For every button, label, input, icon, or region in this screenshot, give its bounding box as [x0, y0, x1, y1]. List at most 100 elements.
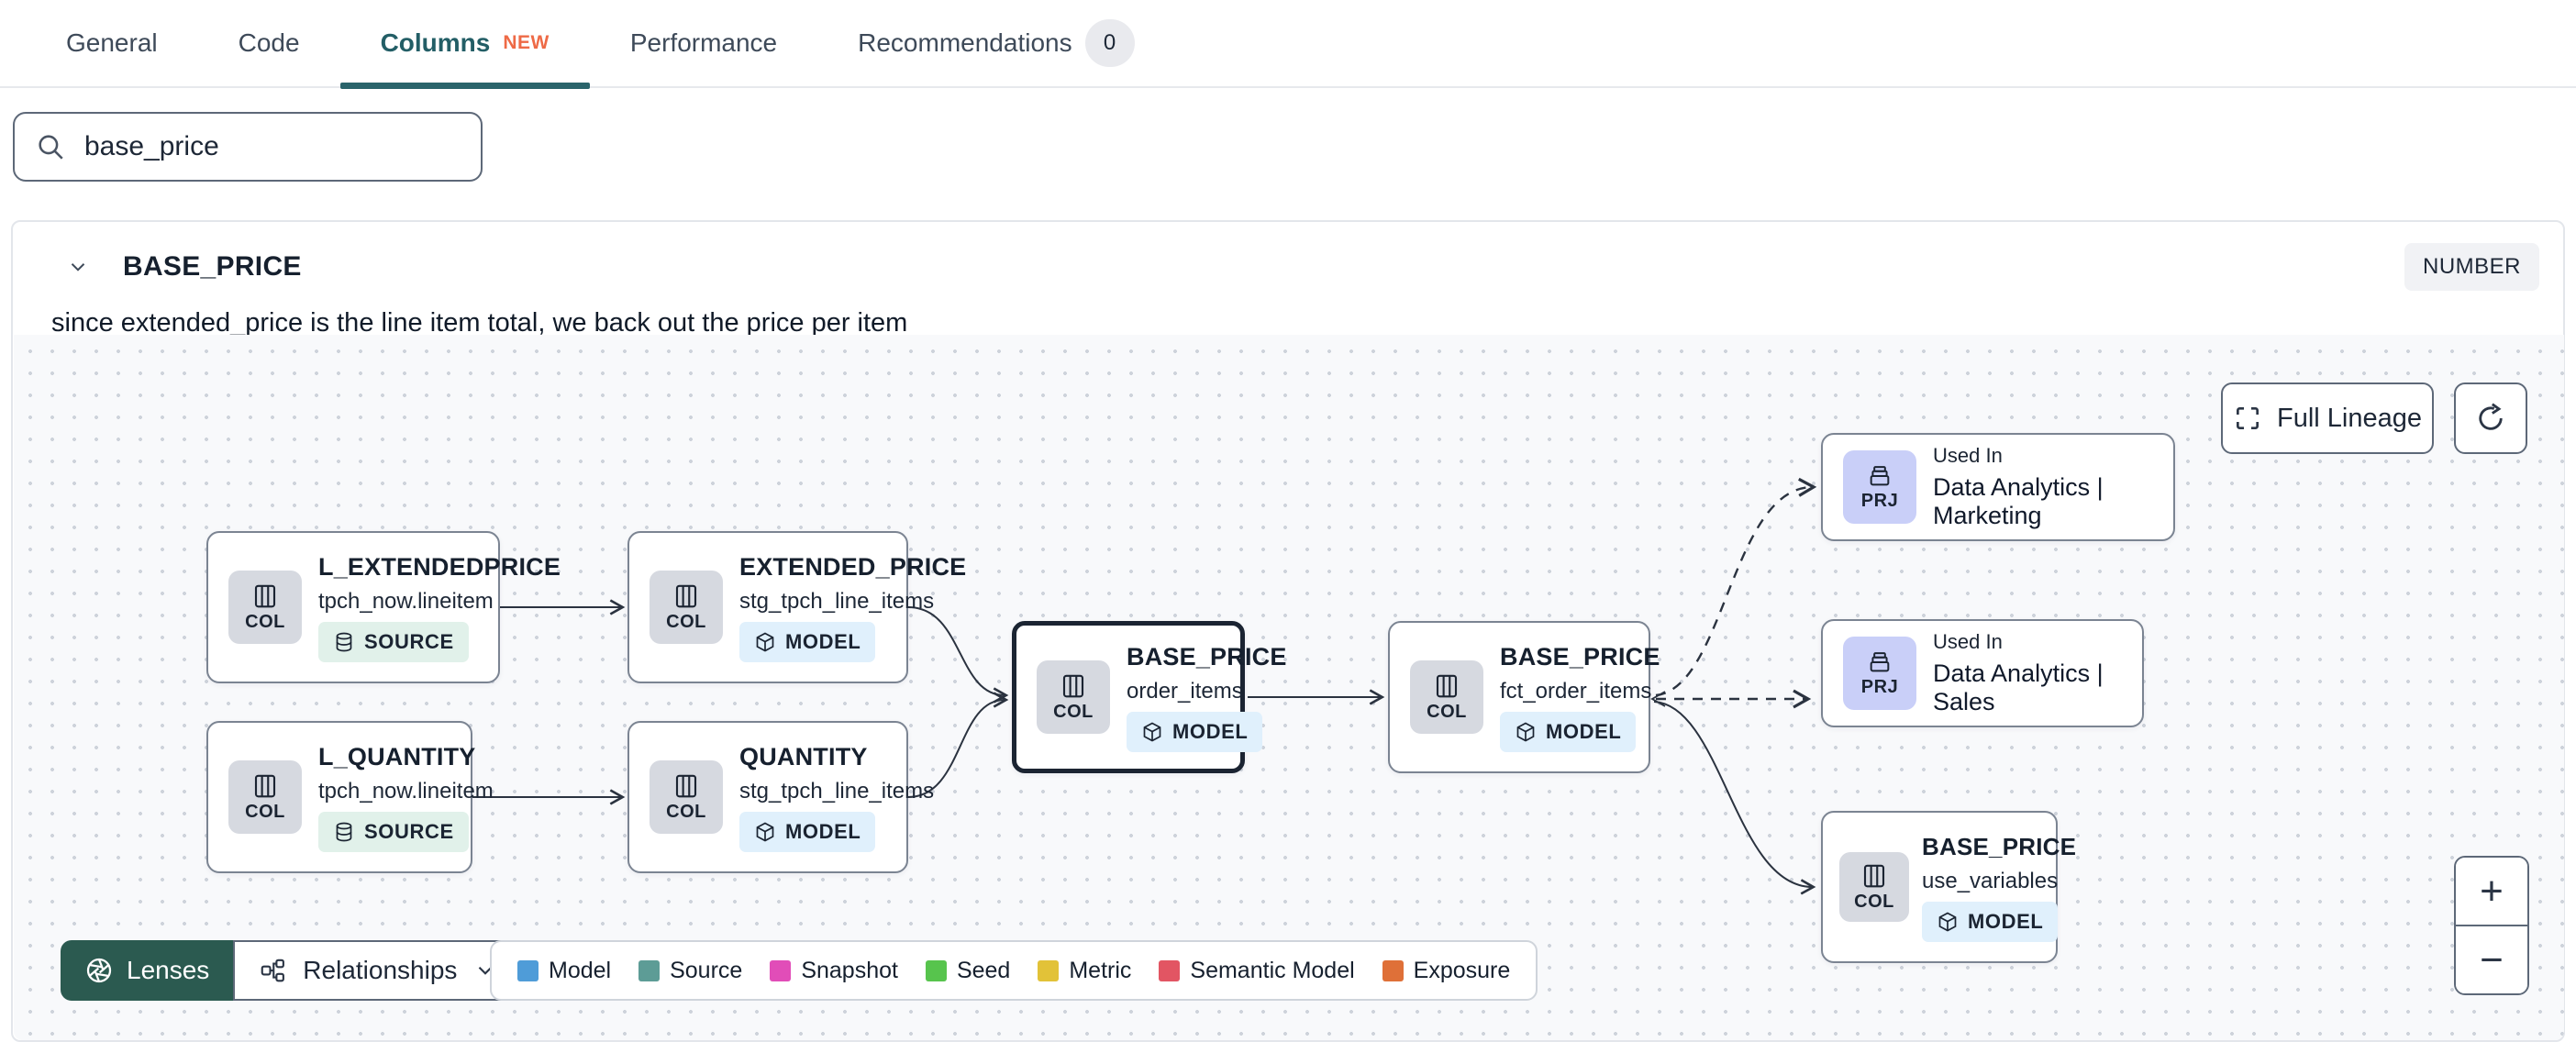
database-icon: [336, 822, 352, 841]
tab-general[interactable]: General: [26, 0, 198, 87]
node-type-legend: Model Source Snapshot Seed Metric Semant…: [490, 940, 1538, 1001]
tab-code[interactable]: Code: [198, 0, 340, 87]
database-icon: [336, 632, 352, 651]
new-badge: NEW: [503, 32, 550, 53]
node-subtitle: use_variables: [1922, 868, 2059, 893]
cube-icon: [1516, 722, 1535, 741]
zoom-controls: + −: [2454, 856, 2529, 995]
aperture-icon: [86, 958, 112, 983]
legend-swatch: [638, 959, 661, 981]
node-used-in-sales[interactable]: PRJ Used In Data Analytics | Sales: [1821, 619, 2144, 727]
legend-swatch: [1038, 959, 1060, 981]
cube-icon: [756, 632, 774, 651]
used-in-label: Used In: [1933, 630, 2003, 653]
legend-item-seed: Seed: [925, 958, 1010, 984]
model-badge: MODEL: [1922, 901, 2059, 942]
project-chip: PRJ: [1843, 450, 1916, 524]
lineage-toolbar: Lenses Relationships: [61, 940, 524, 1001]
model-badge: MODEL: [739, 621, 876, 662]
tab-general-label: General: [66, 28, 158, 57]
legend-item-model: Model: [517, 958, 611, 984]
node-extended-price[interactable]: COL EXTENDED_PRICE stg_tpch_line_items M…: [627, 531, 966, 683]
columns-icon: [1436, 674, 1458, 697]
column-chip: COL: [1839, 852, 1909, 922]
recommendations-count-badge: 0: [1084, 19, 1135, 67]
column-chip: COL: [650, 760, 723, 834]
used-in-name: Data Analytics | Marketing: [1933, 473, 2104, 529]
column-search: [13, 112, 483, 182]
columns-icon: [1863, 864, 1885, 887]
collapse-chevron-icon[interactable]: [66, 255, 90, 279]
columns-icon: [254, 774, 276, 797]
node-subtitle: tpch_now.lineitem: [318, 588, 494, 614]
node-title: BASE_PRICE: [1127, 642, 1287, 671]
column-description: since extended_price is the line item to…: [51, 308, 908, 338]
lenses-button[interactable]: Lenses: [61, 940, 234, 1001]
tab-columns[interactable]: Columns NEW: [339, 0, 591, 89]
node-subtitle: tpch_now.lineitem: [318, 778, 494, 804]
lineage-canvas[interactable]: COL L_EXTENDEDPRICE tpch_now.lineitem SO…: [14, 335, 2564, 1040]
lineage-edges: [472, 477, 1817, 895]
used-in-label: Used In: [1933, 444, 2003, 467]
node-subtitle: order_items: [1127, 678, 1243, 704]
model-badge: MODEL: [1127, 711, 1263, 752]
relationships-dropdown[interactable]: Relationships: [233, 940, 524, 1001]
legend-item-metric: Metric: [1038, 958, 1131, 984]
columns-icon: [675, 584, 697, 607]
column-chip: COL: [1410, 660, 1483, 734]
archive-icon: [1870, 465, 1890, 485]
legend-swatch: [770, 959, 792, 981]
tab-bar: General Code Columns NEW Performance Rec…: [0, 0, 2576, 89]
model-badge: MODEL: [739, 811, 876, 852]
node-title: BASE_PRICE: [1500, 642, 1660, 671]
zoom-in-button[interactable]: +: [2456, 858, 2527, 926]
archive-icon: [1870, 651, 1890, 671]
column-chip: COL: [228, 760, 302, 834]
legend-swatch: [517, 959, 539, 981]
column-type-badge: NUMBER: [2404, 243, 2539, 291]
search-input[interactable]: [84, 131, 461, 162]
expand-icon: [2237, 407, 2259, 429]
legend-swatch: [1159, 959, 1181, 981]
model-badge: MODEL: [1500, 711, 1637, 752]
node-l-extendedprice[interactable]: COL L_EXTENDEDPRICE tpch_now.lineitem SO…: [206, 531, 561, 683]
columns-icon: [254, 584, 276, 607]
column-card: BASE_PRICE NUMBER since extended_price i…: [11, 220, 2565, 1042]
columns-icon: [1062, 674, 1084, 697]
tab-recommendations-label: Recommendations: [858, 28, 1072, 57]
full-lineage-button[interactable]: Full Lineage: [2221, 382, 2434, 454]
tab-columns-label: Columns: [380, 28, 491, 57]
node-title: EXTENDED_PRICE: [739, 552, 967, 581]
source-badge: SOURCE: [318, 811, 469, 852]
tab-performance[interactable]: Performance: [590, 0, 817, 87]
legend-item-exposure: Exposure: [1382, 958, 1510, 984]
node-used-in-marketing[interactable]: PRJ Used In Data Analytics | Marketing: [1821, 433, 2175, 541]
node-subtitle: fct_order_items: [1500, 678, 1652, 704]
refresh-button[interactable]: [2454, 382, 2527, 454]
node-base-price-use-variables[interactable]: COL BASE_PRICE use_variables MODEL: [1821, 811, 2076, 963]
project-chip: PRJ: [1843, 637, 1916, 710]
node-base-price-fct-order-items[interactable]: COL BASE_PRICE fct_order_items MODEL: [1388, 621, 1660, 773]
used-in-name: Data Analytics | Sales: [1933, 660, 2104, 715]
relationships-icon: [261, 959, 285, 982]
node-base-price-order-items[interactable]: COL BASE_PRICE order_items MODEL: [1012, 621, 1286, 773]
legend-item-semantic-model: Semantic Model: [1159, 958, 1355, 984]
column-chip: COL: [650, 571, 723, 644]
source-badge: SOURCE: [318, 621, 469, 662]
legend-item-source: Source: [638, 958, 742, 984]
node-title: L_QUANTITY: [318, 742, 476, 770]
column-title: BASE_PRICE: [123, 251, 302, 282]
chevron-down-icon: [479, 966, 493, 975]
cube-icon: [756, 822, 774, 841]
zoom-out-button[interactable]: −: [2456, 926, 2527, 993]
node-quantity[interactable]: COL QUANTITY stg_tpch_line_items MODEL: [627, 721, 934, 873]
refresh-icon: [2479, 403, 2503, 430]
cube-icon: [1938, 912, 1957, 931]
columns-icon: [675, 774, 697, 797]
node-l-quantity[interactable]: COL L_QUANTITY tpch_now.lineitem SOURCE: [206, 721, 494, 873]
tab-code-label: Code: [238, 28, 300, 57]
tab-recommendations[interactable]: Recommendations 0: [817, 0, 1174, 87]
node-title: L_EXTENDEDPRICE: [318, 552, 561, 581]
column-chip: COL: [228, 571, 302, 644]
node-title: BASE_PRICE: [1922, 832, 2077, 860]
